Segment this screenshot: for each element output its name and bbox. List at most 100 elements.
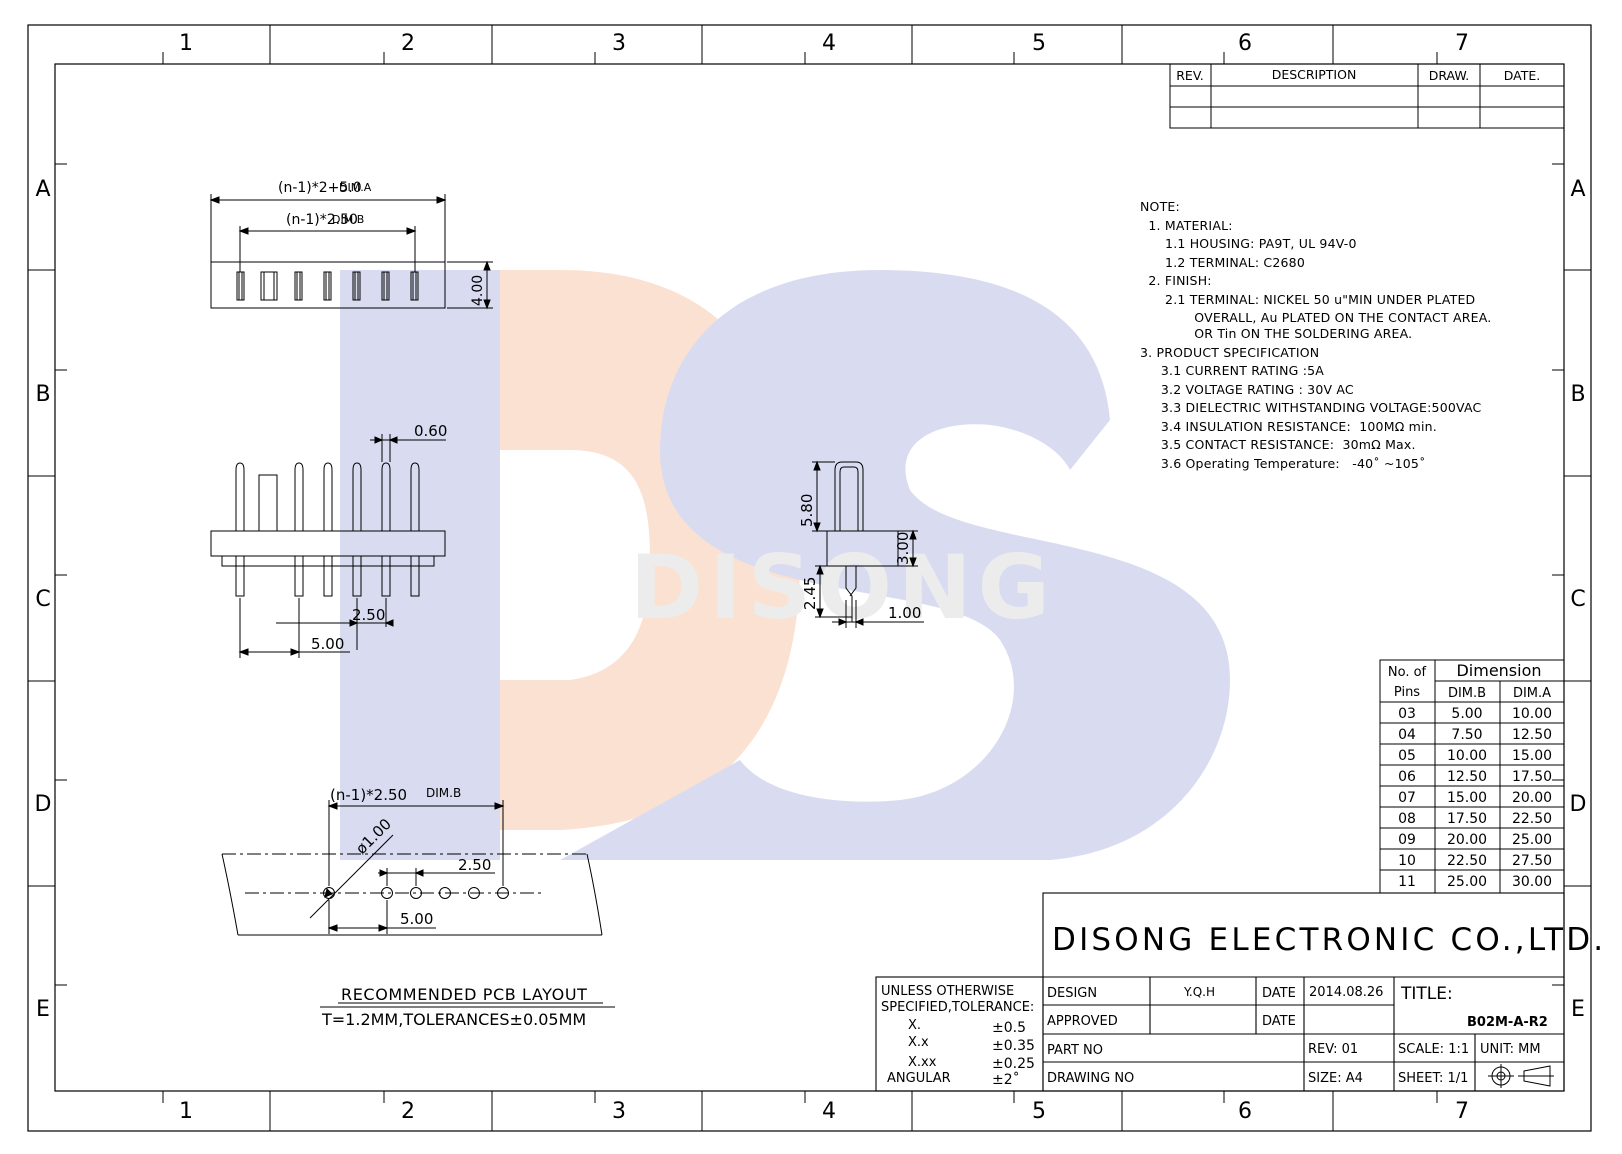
pcb-pitch-dim: 2.50 [458, 856, 491, 874]
col-label-top-6: 6 [1238, 31, 1252, 56]
rev-header-date: DATE. [1504, 68, 1541, 83]
top-dim-b-formula: (n-1)*2.50 [286, 212, 358, 228]
col-label-bottom-1: 1 [179, 1099, 193, 1124]
top-dim-b-name: DIM.B [332, 213, 364, 226]
tolerance-label: ANGULAR [887, 1071, 951, 1086]
drawing-no-label: DRAWING NO [1047, 1071, 1134, 1086]
col-label-bottom-2: 2 [401, 1099, 415, 1124]
front-span-dim: 5.00 [311, 635, 344, 653]
title-block: DISONG ELECTRONIC CO.,LTD. UNLESS OTHERW… [875, 892, 1606, 1092]
col-label-top-5: 5 [1032, 31, 1046, 56]
col-label-bottom-6: 6 [1238, 1099, 1252, 1124]
col-label-bottom-5: 5 [1032, 1099, 1046, 1124]
top-view-pins [236, 271, 419, 301]
side-pin-height-dim: 5.80 [798, 494, 816, 527]
dim-row-b: 17.50 [1447, 811, 1487, 827]
approved-label: APPROVED [1047, 1014, 1118, 1029]
note-line: 3.1 CURRENT RATING :5A [1140, 363, 1325, 378]
row-label-left-d: D [35, 792, 52, 817]
col-label-top-4: 4 [822, 31, 836, 56]
row-label-right-d: D [1570, 792, 1587, 817]
note-line: 3.3 DIELECTRIC WITHSTANDING VOLTAGE:500V… [1140, 400, 1482, 415]
dim-row-pins: 05 [1398, 748, 1416, 764]
side-view [812, 460, 924, 628]
tolerance-value: ±0.5 [992, 1020, 1026, 1036]
dim-row-b: 10.00 [1447, 748, 1487, 764]
tolerance-label: X.x [908, 1035, 929, 1050]
col-label-top-1: 1 [179, 31, 193, 56]
dim-row-a: 17.50 [1512, 769, 1552, 785]
revision-table: REV. DESCRIPTION DRAW. DATE. [1169, 63, 1565, 129]
note-line: 3.5 CONTACT RESISTANCE: 30mΩ Max. [1140, 437, 1416, 452]
row-label-right-c: C [1570, 587, 1585, 612]
scale-value: SCALE: 1:1 [1398, 1042, 1469, 1057]
unit-value: UNIT: MM [1480, 1042, 1541, 1057]
dim-row-pins: 06 [1398, 769, 1416, 785]
col-label-bottom-7: 7 [1455, 1099, 1469, 1124]
dim-table-header-a: DIM.A [1513, 686, 1551, 701]
dim-row-pins: 10 [1398, 853, 1416, 869]
note-line: 1.2 TERMINAL: C2680 [1140, 254, 1305, 270]
tolerance-label: X.xx [908, 1055, 937, 1070]
watermark-d-stem [340, 270, 500, 860]
dim-table-header-pins-2: Pins [1394, 685, 1420, 700]
dim-row-b: 12.50 [1447, 769, 1487, 785]
notes-block: NOTE: 1. MATERIAL: 1.1 HOUSING: PA9T, UL… [1140, 198, 1491, 473]
row-label-left-e: E [36, 997, 50, 1022]
dim-row-a: 15.00 [1512, 748, 1552, 764]
note-line: 3. PRODUCT SPECIFICATION [1140, 344, 1320, 360]
sheet-frame [27, 24, 1592, 1132]
company-name: DISONG ELECTRONIC CO.,LTD. [1052, 922, 1606, 958]
dim-row-a: 10.00 [1512, 706, 1552, 722]
tolerance-label: X. [908, 1018, 921, 1033]
note-line: 2. FINISH: [1140, 273, 1212, 288]
dim-row-pins: 11 [1398, 874, 1416, 890]
front-view-housing [210, 530, 446, 567]
tolerance-heading-2: SPECIFIED,TOLERANCE: [881, 1000, 1034, 1015]
dim-row-a: 30.00 [1512, 874, 1552, 890]
rev-value: REV: 01 [1308, 1042, 1358, 1057]
top-height-dim: 4.00 [470, 275, 486, 306]
front-pitch-dim: 2.50 [352, 606, 385, 624]
dim-row-pins: 07 [1398, 790, 1416, 806]
col-label-top-3: 3 [612, 31, 626, 56]
front-pin-width-dim: 0.60 [414, 422, 447, 440]
note-line: 1. MATERIAL: [1140, 217, 1233, 233]
pcb-layout-subtitle: T=1.2MM,TOLERANCES±0.05MM [321, 1010, 586, 1029]
dim-row-b: 15.00 [1447, 790, 1487, 806]
row-label-left-c: C [35, 587, 50, 612]
pcb-layout [221, 800, 615, 1008]
dim-row-a: 12.50 [1512, 727, 1552, 743]
note-line: 2.1 TERMINAL: NICKEL 50 u"MIN UNDER PLAT… [1140, 291, 1476, 307]
dim-table-header-pins-1: No. of [1388, 665, 1427, 680]
frame-row-labels: A B C D E A B C D E [35, 177, 1587, 1022]
dim-table-header-group: Dimension [1456, 661, 1541, 680]
col-label-top-2: 2 [401, 31, 415, 56]
dim-row-a: 22.50 [1512, 811, 1552, 827]
side-width-dim: 1.00 [888, 604, 921, 622]
part-no-label: PART NO [1047, 1043, 1103, 1058]
note-line: OR Tin ON THE SOLDERING AREA. [1140, 326, 1413, 341]
top-dim-a-name: DIM.A [339, 181, 372, 194]
design-label: DESIGN [1047, 986, 1097, 1001]
date-label-2: DATE [1262, 1014, 1296, 1029]
tolerance-value: ±2˚ [992, 1071, 1020, 1088]
dim-row-pins: 03 [1398, 706, 1416, 722]
size-value: SIZE: A4 [1308, 1071, 1363, 1086]
dim-table-header-b: DIM.B [1448, 686, 1486, 701]
projection-symbol-icon [1488, 1064, 1554, 1088]
note-line: OVERALL, Au PLATED ON THE CONTACT AREA. [1140, 310, 1492, 325]
title-value: B02M-A-R2 [1467, 1015, 1548, 1030]
tolerance-value: ±0.25 [992, 1056, 1035, 1072]
row-label-right-a: A [1570, 177, 1585, 202]
pcb-dim-name: DIM.B [426, 786, 461, 800]
dim-row-pins: 04 [1398, 727, 1416, 743]
dim-row-b: 7.50 [1451, 727, 1482, 743]
pcb-holes [323, 887, 509, 899]
note-line: 1.1 HOUSING: PA9T, UL 94V-0 [1140, 236, 1357, 251]
watermark-s-shape [560, 270, 1230, 860]
side-housing-height-dim: 3.00 [894, 532, 912, 565]
note-line: 3.4 INSULATION RESISTANCE: 100MΩ min. [1140, 418, 1437, 434]
frame-column-labels: 1 2 3 4 5 6 7 1 2 3 4 5 6 7 [179, 31, 1469, 1124]
